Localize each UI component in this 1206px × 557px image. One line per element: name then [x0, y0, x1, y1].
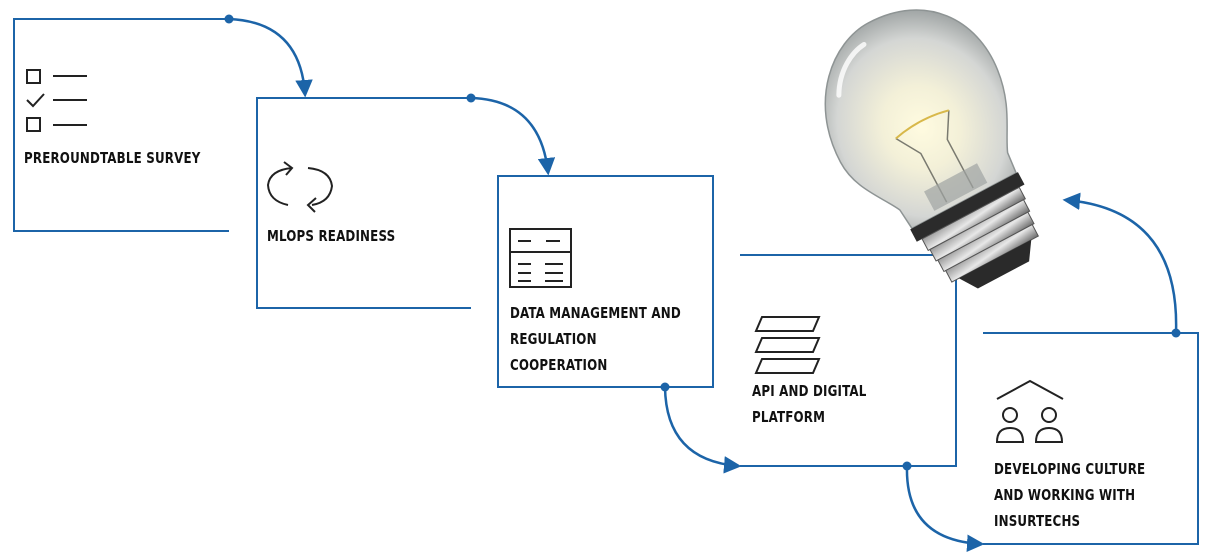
- light-bulb-icon: [824, 9, 1040, 289]
- connector-dots: [224, 14, 1181, 471]
- connector-culture-bulb: [1062, 192, 1178, 334]
- step-label-mlops: MLOPS READINESS: [267, 223, 395, 249]
- step-label-line: INSURTECHS: [994, 512, 1081, 530]
- connectors: [228, 17, 1178, 552]
- step-label-culture: DEVELOPING CULTURE AND WORKING WITH INSURT…: [994, 456, 1145, 534]
- table-icon: [509, 228, 572, 288]
- frame-api: [740, 254, 957, 467]
- step-label-line: API AND DIGITAL: [752, 382, 867, 400]
- connector-mlops-data: [470, 96, 556, 176]
- step-label-line: AND WORKING WITH: [994, 486, 1136, 504]
- step-label-line: COOPERATION: [510, 356, 608, 374]
- step-label-line: PLATFORM: [752, 408, 826, 426]
- frame-data: [497, 175, 714, 388]
- step-label-line: MLOPS READINESS: [267, 227, 396, 245]
- frame-survey: [13, 18, 229, 232]
- connector-api-culture: [905, 465, 985, 552]
- cycle-arrows-icon: [266, 161, 334, 213]
- people-roof-icon: [995, 379, 1064, 443]
- step-label-line: PREROUNDTABLE SURVEY: [24, 149, 201, 167]
- step-frames: [13, 18, 1199, 545]
- step-label-line: DATA MANAGEMENT AND: [510, 304, 681, 322]
- step-label-line: REGULATION: [510, 330, 597, 348]
- step-label-api: API AND DIGITAL PLATFORM: [752, 378, 866, 430]
- step-label-data: DATA MANAGEMENT AND REGULATION COOPERATION: [510, 300, 681, 378]
- connector-data-api: [663, 386, 742, 474]
- step-label-line: DEVELOPING CULTURE: [994, 460, 1146, 478]
- checklist-icon: [26, 69, 87, 132]
- step-label-survey: PREROUNDTABLE SURVEY: [24, 145, 201, 171]
- frame-mlops: [256, 97, 471, 309]
- frame-culture: [983, 332, 1199, 545]
- layers-icon: [754, 316, 821, 374]
- connector-survey-mlops: [228, 17, 313, 98]
